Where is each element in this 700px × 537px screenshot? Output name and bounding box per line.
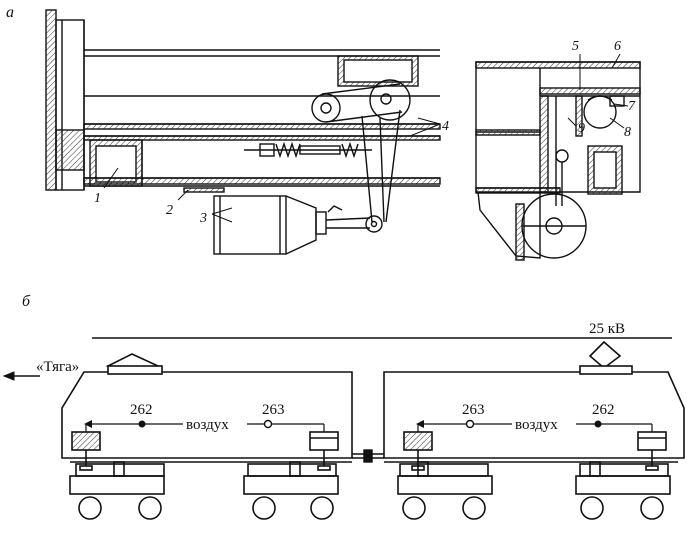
- left-air-label: воздух: [186, 417, 229, 433]
- panel-a-leaders: [103, 117, 441, 223]
- right-valve-b-label: 262: [592, 402, 615, 418]
- panel-a-cross-leaders: [567, 53, 629, 129]
- valve-263-right: [465, 419, 475, 429]
- callout-9: 9: [578, 121, 585, 136]
- panel-a-side-view: [45, 9, 441, 255]
- coupler: [352, 449, 384, 463]
- callout-2: 2: [166, 203, 173, 218]
- valve-262-right: [594, 420, 602, 428]
- callout-3: 3: [199, 211, 207, 226]
- callout-6: 6: [614, 39, 621, 54]
- callout-7: 7: [628, 99, 636, 114]
- panel-a-cross-section: [475, 61, 641, 261]
- panel-b-label: б: [22, 293, 31, 310]
- right-valve-a-label: 263: [462, 402, 485, 418]
- voltage-label: 25 кВ: [589, 321, 625, 337]
- traction-label: «Тяга»: [36, 359, 79, 375]
- left-air-label-bg: [183, 414, 247, 432]
- valve-263-left: [263, 419, 273, 429]
- callout-5: 5: [572, 39, 579, 54]
- callout-1: 1: [94, 191, 101, 206]
- valve-262-left: [138, 420, 146, 428]
- panel-a-label: а: [6, 4, 14, 21]
- air-arrow-right: [416, 420, 424, 428]
- right-air-label: воздух: [515, 417, 558, 433]
- locomotive-right: [383, 340, 685, 520]
- callout-8: 8: [624, 125, 631, 140]
- air-arrow-left: [84, 420, 92, 428]
- locomotive-left: [61, 353, 353, 520]
- left-valve-b-label: 263: [262, 402, 285, 418]
- callout-4: 4: [442, 119, 449, 134]
- left-valve-a-label: 262: [130, 402, 153, 418]
- right-air-label-bg: [512, 414, 576, 432]
- traction-arrow: [2, 371, 40, 381]
